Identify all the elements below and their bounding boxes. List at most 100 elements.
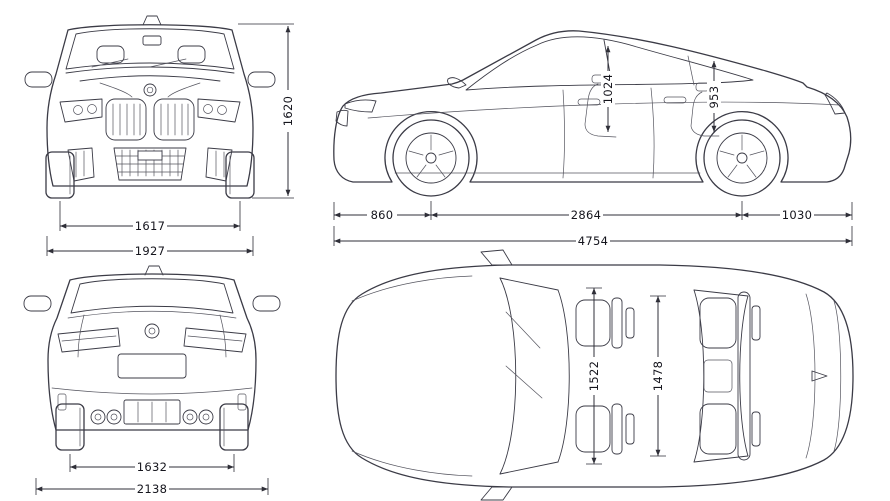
- front-body-outline: [46, 24, 254, 187]
- spokes: [408, 134, 454, 178]
- rear-overhang-label: 1030: [782, 208, 812, 222]
- windshield-base-arc: [499, 277, 517, 475]
- lower-intake: [113, 147, 187, 181]
- rear-seat-headrest: [751, 305, 761, 341]
- front-view: 1620 1617 1927: [24, 15, 295, 258]
- spokes: [719, 134, 765, 178]
- front-shoulder-label: 1522: [587, 361, 601, 391]
- reflector-left: [57, 393, 67, 411]
- roof-antenna-icon: [142, 15, 162, 26]
- headlight-ring: [87, 104, 97, 114]
- front-overhang-label: 860: [371, 208, 394, 222]
- license-plate-recess: [117, 353, 187, 379]
- rear-armrest: [703, 359, 733, 393]
- label-background: [587, 357, 601, 395]
- extension-lines: [35, 478, 269, 495]
- side-mirror-left: [23, 295, 52, 312]
- c-pillar-line: [687, 55, 695, 86]
- rear-window-arc: [739, 295, 749, 457]
- tire: [703, 119, 781, 197]
- side-mirror-right: [252, 295, 281, 312]
- rear-view: 1632 2138: [23, 265, 281, 496]
- door-cut-lines: [562, 87, 655, 179]
- label-background: [707, 81, 721, 113]
- brand-roundel-center: [148, 327, 156, 335]
- taillight-right-detail: [187, 335, 243, 342]
- side-view-dimensions: 1024 953 860 2864 1030 4754: [333, 46, 853, 248]
- hub: [736, 152, 748, 164]
- top-view-dimensions: 1522 1478: [586, 287, 666, 465]
- front-seat-back: [611, 403, 623, 455]
- label-background: [576, 234, 610, 247]
- spoiler-edge: [833, 300, 842, 452]
- exhaust-tip: [182, 409, 198, 425]
- rear-seat-profile: [690, 91, 720, 137]
- door-handle-front: [577, 98, 601, 106]
- label-background: [133, 244, 167, 258]
- kidney-grille-right: [153, 98, 195, 141]
- headlamp-side: [344, 99, 377, 113]
- label-background: [367, 209, 397, 222]
- extension-lines: [333, 201, 853, 220]
- brand-roundel-center: [146, 86, 154, 94]
- headlight-right: [197, 98, 241, 123]
- a-pillars: [499, 277, 559, 475]
- roof-front-edge: [557, 289, 570, 463]
- rear-seat-cushion: [699, 297, 737, 349]
- headlight-ring: [73, 105, 83, 115]
- exhaust-tip-inner: [186, 413, 194, 421]
- rear-wheel-right: [219, 403, 249, 451]
- label-background: [133, 219, 167, 233]
- reflector-right: [237, 393, 247, 411]
- front-wheel: [392, 119, 470, 197]
- exhaust-tip-inner: [94, 413, 102, 421]
- rear-window: [70, 278, 234, 314]
- side-intake-left-slats: [75, 150, 85, 178]
- rear-width-label: 2138: [137, 482, 167, 496]
- label-background: [651, 357, 665, 395]
- rear-seat-cushion: [699, 403, 737, 455]
- hood-creases: [99, 82, 201, 98]
- side-mirror-bottom: [480, 486, 513, 501]
- wipers: [91, 58, 187, 68]
- taillight-left-detail: [61, 335, 117, 342]
- rear-headroom-label: 953: [707, 86, 721, 109]
- front-seat-headrest: [625, 307, 635, 339]
- headlight-ring: [217, 105, 227, 115]
- rear-view-dimensions: 1632 2138: [35, 454, 269, 496]
- side-intake-left: [67, 147, 95, 182]
- label-background: [780, 209, 814, 222]
- exhaust-tip-inner: [202, 413, 210, 421]
- label-background: [280, 90, 295, 132]
- rear-seat-headrest: [751, 411, 761, 447]
- rear-track-label: 1632: [137, 460, 167, 474]
- rim: [405, 132, 457, 184]
- rear-shoulder-label: 1478: [651, 361, 665, 391]
- front-seat-cushion: [575, 405, 611, 453]
- front-height-label: 1620: [281, 96, 295, 126]
- front-seat-headrest: [625, 413, 635, 445]
- tailgate-lines: [77, 314, 227, 358]
- bumper-crease: [51, 387, 253, 395]
- brand-roundel-icon: [144, 323, 160, 339]
- windshield: [65, 28, 235, 70]
- rearview-mirror: [142, 35, 162, 46]
- roof-rear-edge: [693, 289, 705, 463]
- side-mirror-right: [247, 71, 276, 88]
- diffuser: [123, 399, 181, 425]
- side-view: 1024 953 860 2864 1030 4754: [333, 30, 853, 248]
- label-background: [135, 482, 169, 496]
- wipers: [505, 311, 543, 399]
- rear-bench-back: [737, 291, 751, 461]
- front-view-dimensions: 1620 1617 1927: [46, 23, 295, 258]
- top-view: 1522 1478: [335, 249, 854, 501]
- front-seat-cushion: [575, 299, 611, 347]
- roof-antenna-icon: [811, 370, 828, 382]
- taillight-left: [57, 327, 121, 353]
- extension-lines: [238, 23, 294, 199]
- greenhouse-glass: [465, 36, 754, 91]
- cabin-seats-plan: [575, 291, 761, 461]
- wheelbase-label: 2864: [571, 208, 601, 222]
